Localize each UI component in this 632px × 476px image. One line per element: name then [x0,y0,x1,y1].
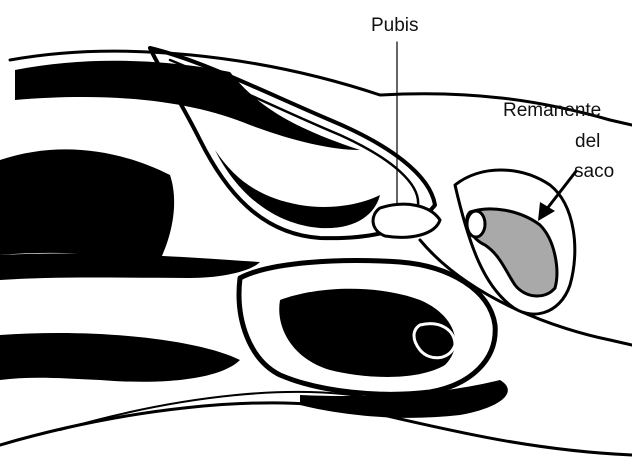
pubis-label: Pubis [371,16,419,35]
lower-body-contour [0,403,632,455]
mid-dark-band [0,253,260,280]
pubic-bone [373,204,440,237]
pelvic-cavity [215,150,380,228]
remnant-label-line1: Remanente [503,101,601,120]
remnant-label-line3: saco [574,162,614,181]
sac-opening [467,211,485,237]
rectum-lumen [279,289,455,377]
lower-dark-band [0,333,240,382]
left-black-region [0,149,174,260]
bottom-dark-band [300,380,508,418]
remnant-label-line2: del [575,132,600,151]
